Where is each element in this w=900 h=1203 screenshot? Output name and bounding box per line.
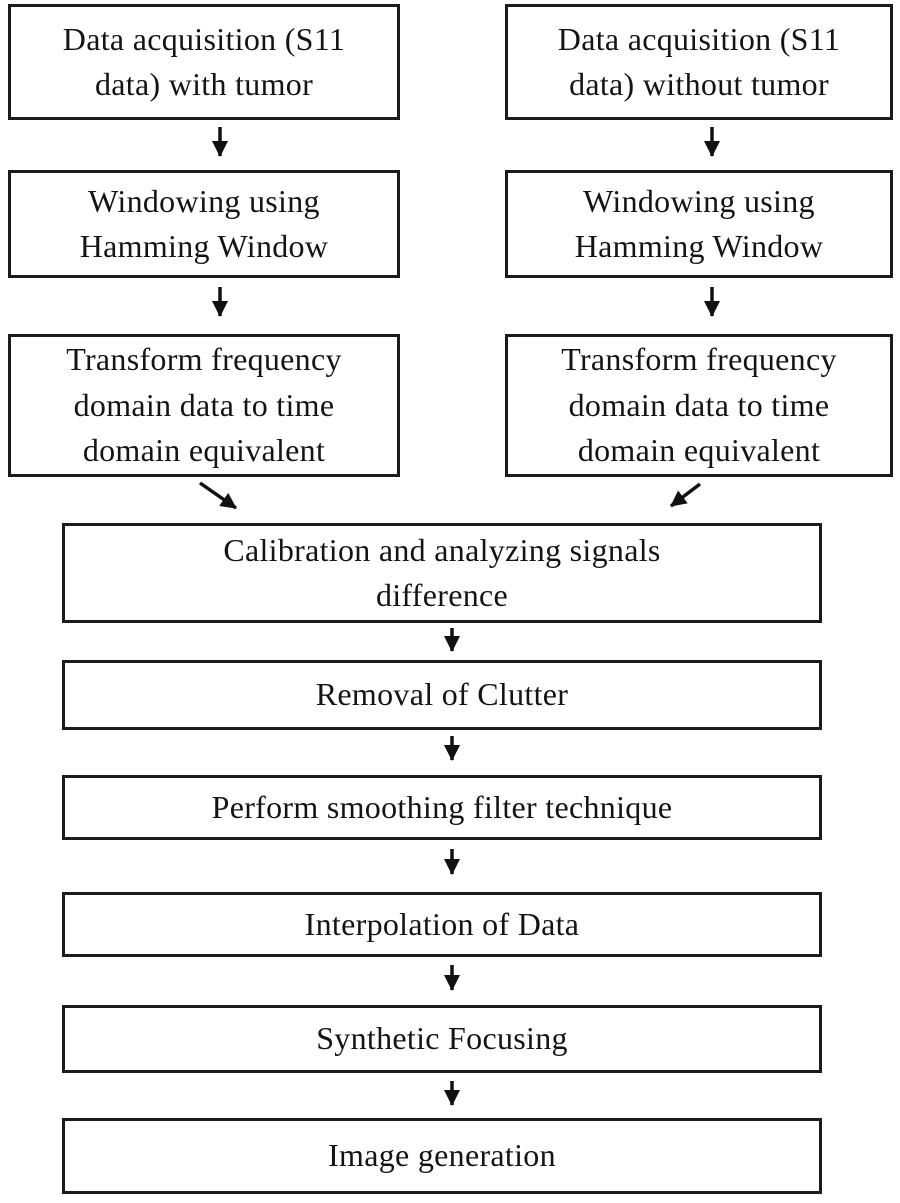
box-calibration-difference: Calibration and analyzing signals differ…: [62, 523, 822, 623]
box-label: Windowing using Hamming Window: [574, 182, 824, 264]
box-synthetic-focusing: Synthetic Focusing: [62, 1005, 822, 1073]
box-image-generation: Image generation: [62, 1118, 822, 1194]
box-interpolation: Interpolation of Data: [62, 892, 822, 957]
box-label: Interpolation of Data: [304, 905, 580, 942]
box-smoothing-filter: Perform smoothing filter technique: [62, 775, 822, 840]
box-transform-left: Transform frequency domain data to time …: [8, 334, 400, 477]
box-label: Windowing using Hamming Window: [79, 182, 329, 264]
diagonal-arrow-right-icon: [199, 481, 237, 510]
box-data-acquisition-with-tumor: Data acquisition (S11 data) with tumor: [8, 4, 400, 120]
box-data-acquisition-without-tumor: Data acquisition (S11 data) without tumo…: [505, 4, 893, 120]
box-label: Removal of Clutter: [315, 676, 569, 713]
box-label: Calibration and analyzing signals differ…: [223, 531, 661, 613]
box-label: Transform frequency domain data to time …: [561, 341, 837, 469]
box-label: Perform smoothing filter technique: [211, 788, 673, 825]
box-label: Transform frequency domain data to time …: [66, 341, 342, 469]
box-removal-of-clutter: Removal of Clutter: [62, 660, 822, 730]
box-label: Data acquisition (S11 data) without tumo…: [557, 20, 841, 102]
box-label: Synthetic Focusing: [316, 1020, 568, 1057]
box-transform-right: Transform frequency domain data to time …: [505, 334, 893, 477]
box-windowing-left: Windowing using Hamming Window: [8, 170, 400, 278]
box-windowing-right: Windowing using Hamming Window: [505, 170, 893, 278]
box-label: Image generation: [328, 1137, 556, 1174]
box-label: Data acquisition (S11 data) with tumor: [62, 20, 346, 102]
diagonal-arrow-left-icon: [669, 482, 702, 508]
